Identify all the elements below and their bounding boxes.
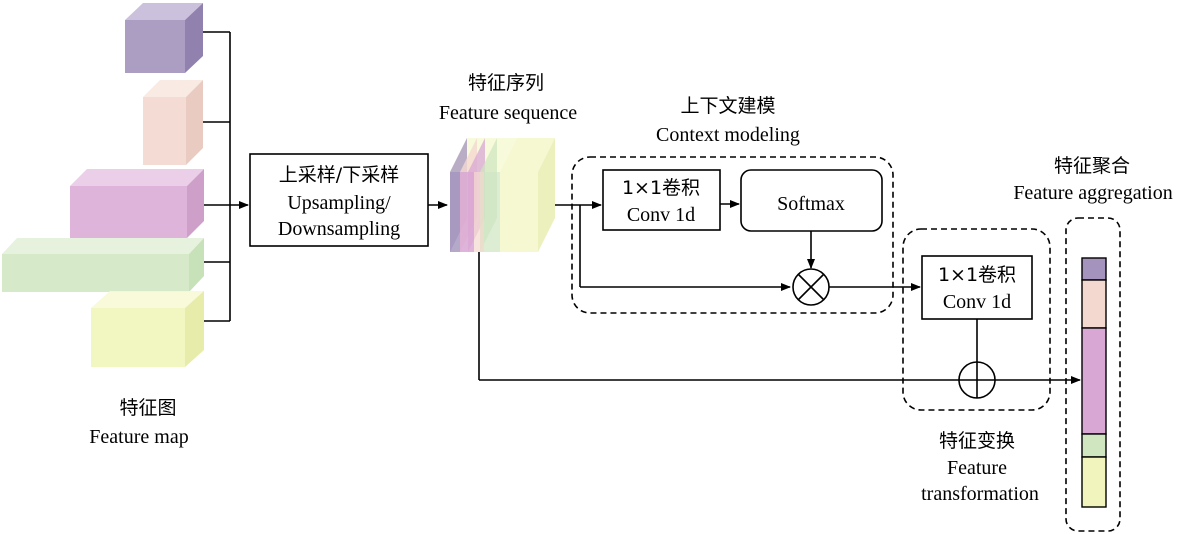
feature-map-block-purple	[125, 3, 203, 73]
context-conv-label-zh: 1×1卷积	[622, 177, 700, 199]
aggregation-segment-green	[1081, 433, 1107, 458]
aggregation-bar	[1081, 257, 1107, 508]
aggregation-segment-magenta	[1081, 327, 1107, 435]
resample-label-zh: 上采样/下采样	[279, 164, 399, 186]
feature-transformation-label-zh: 特征变换	[939, 430, 1015, 452]
feature-map-block-green	[2, 238, 204, 292]
feature-sequence-label-en: Feature sequence	[439, 102, 577, 124]
feature-map-label-en: Feature map	[89, 426, 188, 448]
context-modeling-group	[571, 156, 894, 314]
feature-aggregation-label-en: Feature aggregation	[1013, 182, 1172, 204]
feature-map-blocks	[2, 3, 204, 367]
softmax-label: Softmax	[777, 193, 845, 215]
context-conv-box	[602, 169, 721, 231]
transform-conv-box	[921, 255, 1033, 320]
feature-map-block-magenta	[70, 169, 204, 238]
resample-label-en-2: Downsampling	[278, 218, 400, 240]
transform-conv-label-zh: 1×1卷积	[938, 264, 1016, 286]
context-conv-label-en: Conv 1d	[627, 204, 695, 226]
feature-aggregation-label-zh: 特征聚合	[1054, 155, 1130, 177]
feature-transformation-label-en-1: Feature	[947, 457, 1007, 479]
feature-transformation-label-en-2: transformation	[921, 483, 1039, 505]
feature-aggregation-group	[1065, 217, 1121, 532]
resample-box	[249, 153, 429, 247]
transform-conv-label-en: Conv 1d	[943, 291, 1011, 313]
context-modeling-label-en: Context modeling	[656, 124, 800, 146]
feature-map-connectors	[203, 31, 249, 322]
feature-map-block-pink	[143, 80, 203, 165]
aggregation-segment-yellow	[1081, 456, 1107, 508]
feature-sequence-stack	[450, 138, 555, 252]
feature-sequence-label-zh: 特征序列	[468, 72, 544, 94]
feature-transformation-group	[902, 228, 1051, 411]
multiply-operator	[792, 268, 830, 306]
feature-map-block-yellow	[91, 291, 204, 367]
aggregation-segment-pink	[1081, 279, 1107, 329]
feature-map-label-zh: 特征图	[119, 397, 176, 419]
aggregation-segment-purple	[1081, 257, 1107, 281]
add-operator	[958, 361, 996, 399]
context-modeling-label-zh: 上下文建模	[680, 95, 775, 117]
resample-label-en-1: Upsampling/	[287, 192, 391, 214]
